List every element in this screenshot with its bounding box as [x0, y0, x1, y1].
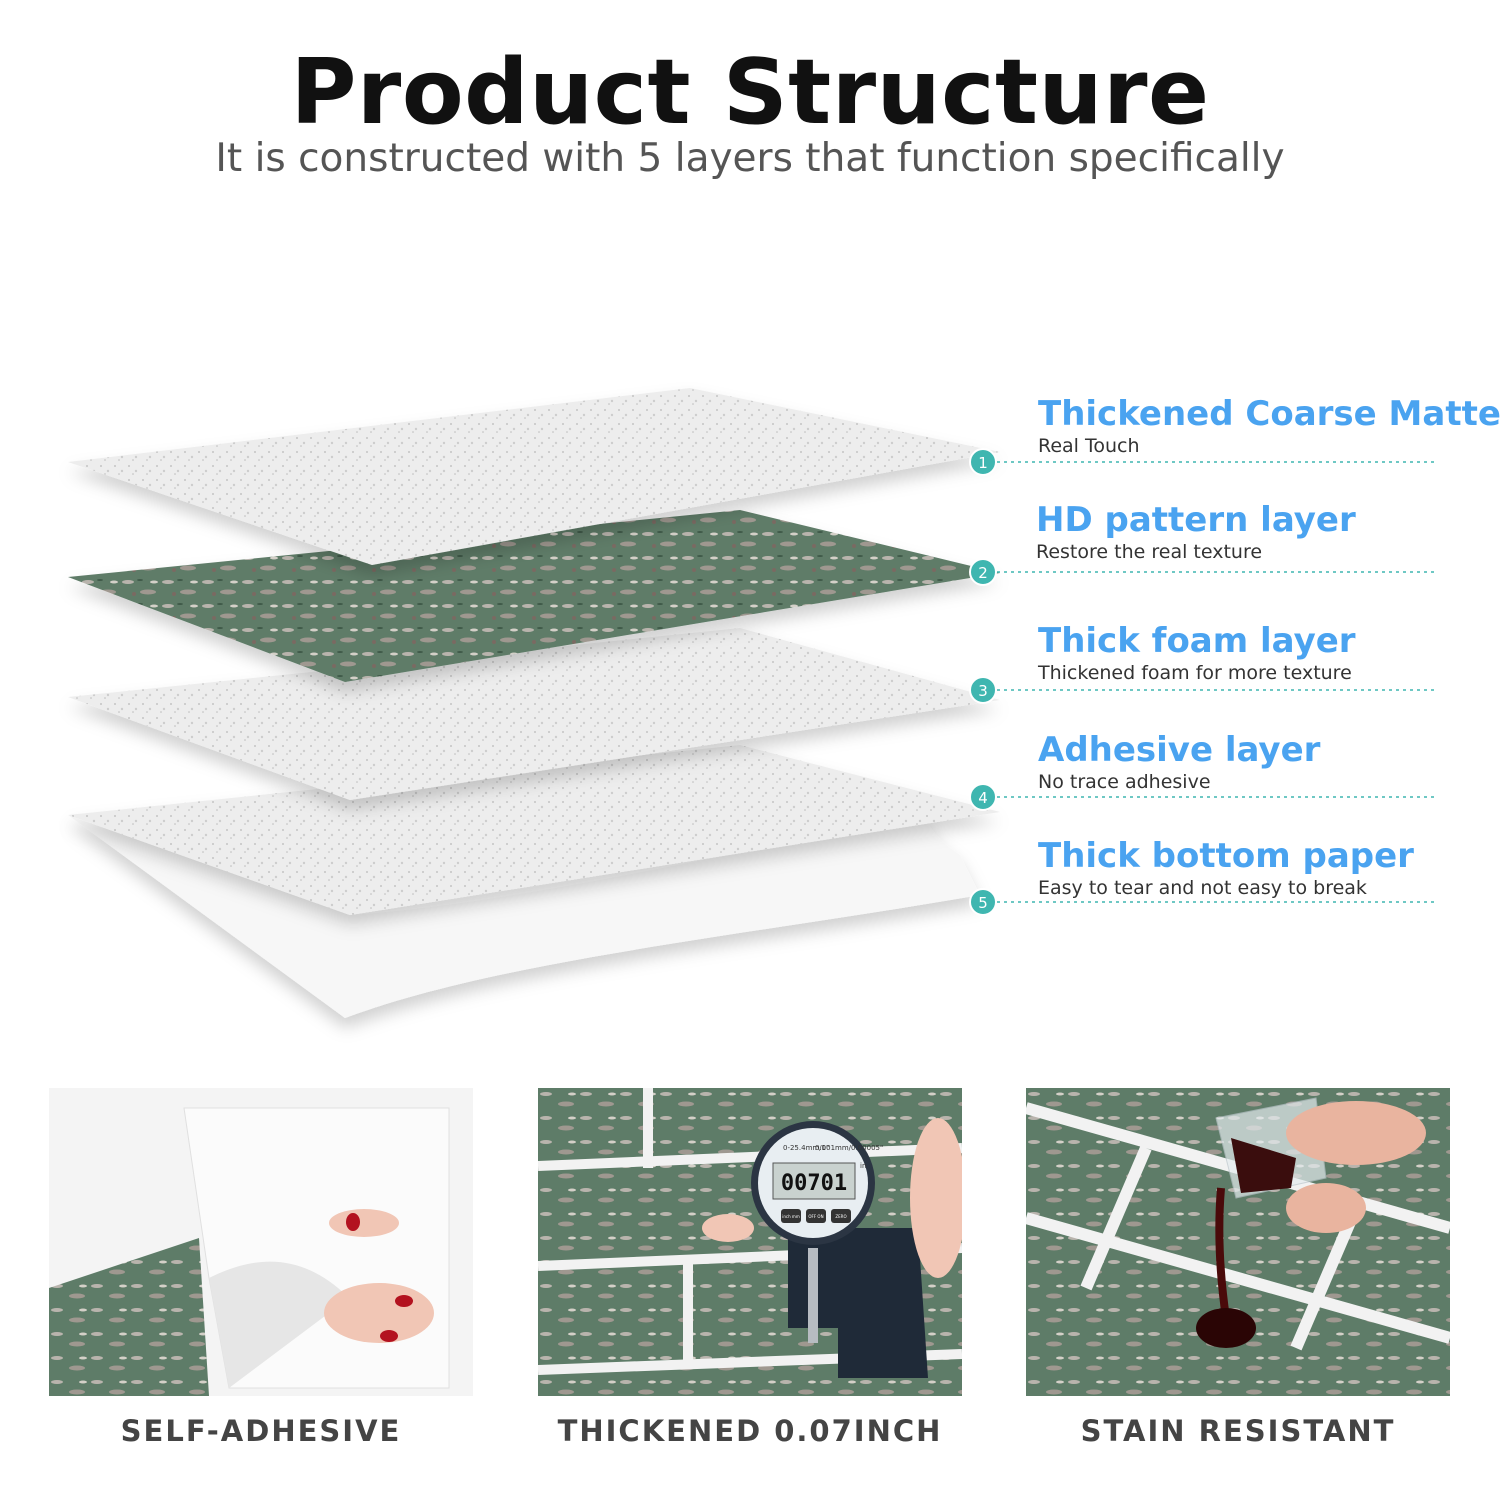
- feature-caption-stain-resistant: STAIN RESISTANT: [1080, 1414, 1396, 1448]
- layer-name: Thick foam layer: [1038, 621, 1356, 661]
- layer-marker-2: 2: [969, 558, 997, 586]
- layer-desc: Easy to tear and not easy to break: [1038, 877, 1367, 899]
- layer-3-sheet: [68, 510, 1000, 682]
- layer-4-sheet: [68, 628, 1000, 800]
- layer-name: HD pattern layer: [1036, 500, 1356, 540]
- layer-1-sheet: [68, 388, 1000, 565]
- feature-caption-thickness: THICKENED 0.07INCH: [557, 1414, 943, 1448]
- svg-text:in: in: [860, 1162, 866, 1170]
- layer-name: Thickened Coarse Matte: [1038, 394, 1500, 434]
- leader-lines: [983, 461, 1438, 903]
- layer-marker-4: 4: [969, 783, 997, 811]
- svg-text:3: 3: [978, 682, 988, 700]
- layer-desc: Restore the real texture: [1036, 541, 1263, 563]
- layer-diagram: 1 2 3 4 5: [68, 388, 1438, 1018]
- svg-text:OFF ON: OFF ON: [808, 1214, 823, 1219]
- self-adhesive-photo: [49, 1088, 473, 1396]
- layer-marker-3: 3: [969, 676, 997, 704]
- layer-marker-5: 5: [969, 888, 997, 916]
- layer-label-2: HD pattern layer Restore the real textur…: [1036, 500, 1476, 564]
- layer-desc: Real Touch: [1038, 435, 1140, 457]
- svg-text:00701: 00701: [781, 1171, 847, 1196]
- svg-text:0.001mm/0.00005": 0.001mm/0.00005": [815, 1144, 883, 1152]
- svg-text:inch mm: inch mm: [782, 1214, 800, 1219]
- layer-desc: No trace adhesive: [1038, 771, 1211, 793]
- stain-resistant-photo: [1026, 1088, 1450, 1396]
- svg-text:0-25.4mm/1": 0-25.4mm/1": [783, 1144, 829, 1152]
- svg-text:ZERO: ZERO: [835, 1214, 846, 1219]
- layer-name: Thick bottom paper: [1038, 836, 1414, 876]
- layer-5-sheet: [68, 745, 1000, 1018]
- thickness-gauge-photo: 00701 in 0-25.4mm/1" 0.001mm/0.00005" in…: [538, 1088, 962, 1396]
- layer-label-1: Thickened Coarse Matte Real Touch: [1038, 394, 1500, 458]
- layer-name: Adhesive layer: [1038, 730, 1321, 770]
- svg-text:1: 1: [978, 454, 988, 472]
- layer-label-4: Adhesive layer No trace adhesive: [1038, 730, 1478, 794]
- page-title: Product Structure: [290, 40, 1210, 145]
- page-subtitle: It is constructed with 5 layers that fun…: [215, 136, 1285, 181]
- layer-desc: Thickened foam for more texture: [1038, 662, 1352, 684]
- svg-text:4: 4: [978, 789, 988, 807]
- feature-caption-self-adhesive: SELF-ADHESIVE: [120, 1414, 402, 1448]
- layer-marker-1: 1: [969, 448, 997, 476]
- layer-label-3: Thick foam layer Thickened foam for more…: [1038, 621, 1478, 685]
- svg-text:5: 5: [978, 894, 988, 912]
- svg-text:2: 2: [978, 564, 988, 582]
- layer-label-5: Thick bottom paper Easy to tear and not …: [1038, 836, 1478, 900]
